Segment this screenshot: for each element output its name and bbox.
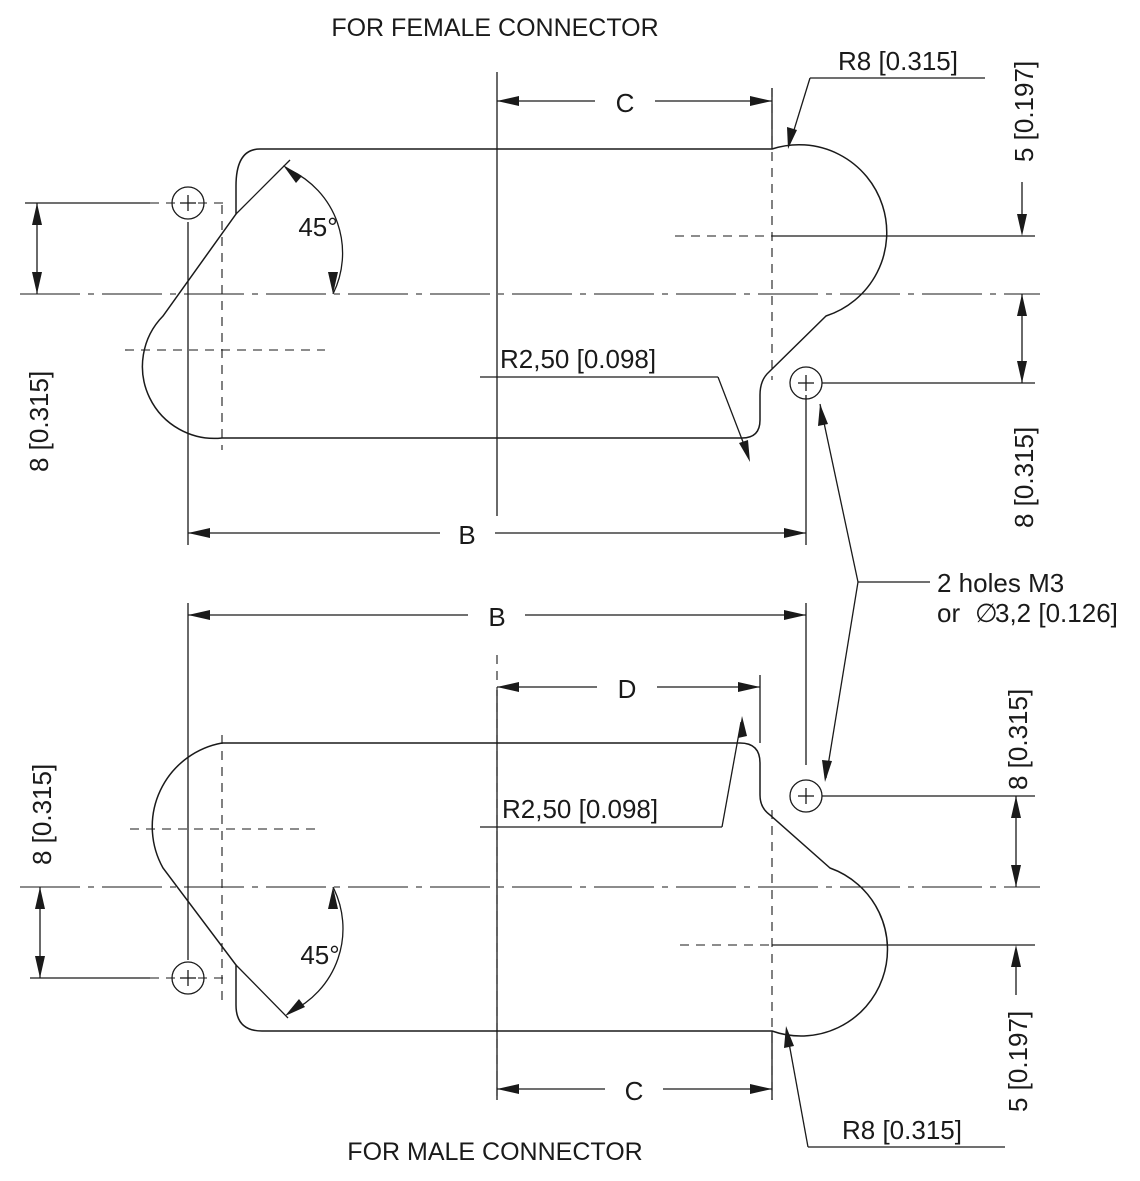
female-cutout: C R8 [0.315] 5 [0.197] 45° 8 [0.315] R2,…	[20, 46, 1040, 550]
male-dim-right: 8 [0.315]	[1003, 689, 1033, 790]
female-dim-top-right: 5 [0.197]	[1009, 61, 1039, 162]
female-45-edge	[235, 159, 291, 215]
male-radius-inner: R2,50 [0.098]	[502, 794, 658, 824]
female-radius-inner: R2,50 [0.098]	[500, 344, 656, 374]
female-title: FOR FEMALE CONNECTOR	[331, 14, 658, 42]
female-dim-b: B	[458, 520, 475, 550]
holes-note-prefix: or	[937, 598, 960, 628]
female-angle: 45°	[298, 212, 337, 242]
male-hole-left	[171, 961, 205, 995]
male-angle: 45°	[300, 940, 339, 970]
female-hole-right	[789, 366, 823, 400]
male-outline	[151, 742, 889, 1037]
female-dim-left: 8 [0.315]	[24, 371, 54, 472]
holes-note-symbol: ∅	[975, 598, 998, 628]
male-cutout: B D 8 [0.315] 8 [0.315] R2,50 [0.098] 45…	[20, 602, 1040, 1148]
holes-note-line1: 2 holes M3	[937, 568, 1064, 598]
male-dim-d: D	[618, 674, 637, 704]
female-hole-left	[171, 186, 205, 220]
male-dim-left: 8 [0.315]	[27, 764, 57, 865]
male-dim-c: C	[625, 1076, 644, 1106]
male-45-edge	[235, 964, 289, 1019]
male-radius-outer: R8 [0.315]	[842, 1115, 962, 1145]
female-dim-c: C	[616, 88, 635, 118]
male-dim-b: B	[488, 602, 505, 632]
female-dim-right: 8 [0.315]	[1009, 427, 1039, 528]
holes-note: 2 holes M3 or ∅ 3,2 [0.126]	[818, 403, 1118, 782]
female-radius-outer: R8 [0.315]	[838, 46, 958, 76]
holes-note-line2: 3,2 [0.126]	[995, 598, 1118, 628]
male-hole-right	[789, 779, 823, 813]
male-dim-bottom-right: 5 [0.197]	[1003, 1011, 1033, 1112]
female-outline	[141, 144, 888, 440]
male-title: FOR MALE CONNECTOR	[347, 1138, 642, 1166]
